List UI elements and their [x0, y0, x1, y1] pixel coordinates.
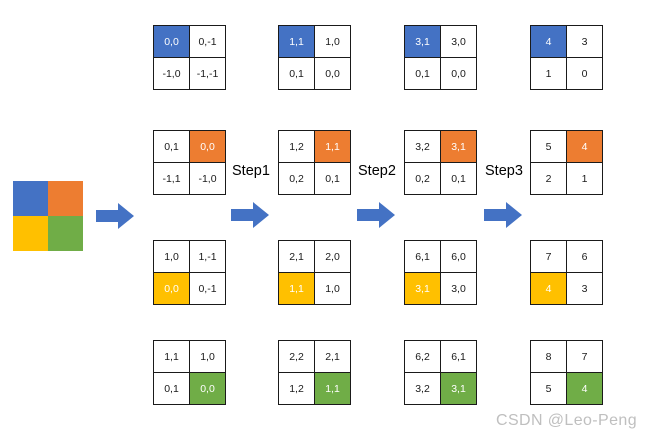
matrix-cell: 4: [567, 131, 603, 163]
matrix-cell: -1,0: [190, 163, 226, 195]
source-cell-orange: [48, 181, 83, 216]
matrix-cell: 0,0: [190, 373, 226, 405]
matrix-cell: 3,0: [441, 273, 477, 305]
matrix-cell: 2,2: [279, 341, 315, 373]
matrix-cell: 3,0: [441, 26, 477, 58]
source-cell-yellow: [13, 216, 48, 251]
matrix-row4-col3: 6,2 6,1 3,2 3,1: [404, 340, 477, 405]
arrow-step2: [357, 202, 395, 228]
matrix-cell: 3,1: [441, 373, 477, 405]
matrix-row2-col3: 3,2 3,1 0,2 0,1: [404, 130, 477, 195]
arrow-source-to-col1: [96, 203, 134, 229]
matrix-cell: 1,2: [279, 373, 315, 405]
matrix-cell: 0,1: [154, 373, 190, 405]
matrix-cell: 0,1: [279, 58, 315, 90]
matrix-cell: 6,1: [405, 241, 441, 273]
matrix-cell: 6: [567, 241, 603, 273]
matrix-cell: 3: [567, 26, 603, 58]
matrix-row2-col1: 0,1 0,0 -1,1 -1,0: [153, 130, 226, 195]
matrix-cell: 0,2: [405, 163, 441, 195]
matrix-cell: 7: [567, 341, 603, 373]
matrix-cell: 0,0: [154, 26, 190, 58]
matrix-cell: 0,0: [154, 273, 190, 305]
matrix-row1-col2: 1,1 1,0 0,1 0,0: [278, 25, 351, 90]
matrix-row1-col3: 3,1 3,0 0,1 0,0: [404, 25, 477, 90]
step1-label: Step1: [232, 163, 270, 179]
matrix-cell: 1,1: [315, 131, 351, 163]
matrix-cell: 1,2: [279, 131, 315, 163]
matrix-row4-col1: 1,1 1,0 0,1 0,0: [153, 340, 226, 405]
source-2x2-block: [12, 180, 84, 252]
matrix-cell: 8: [531, 341, 567, 373]
matrix-row3-col2: 2,1 2,0 1,1 1,0: [278, 240, 351, 305]
matrix-row2-col2: 1,2 1,1 0,2 0,1: [278, 130, 351, 195]
step3-label: Step3: [485, 163, 523, 179]
matrix-cell: 1,0: [190, 341, 226, 373]
matrix-cell: 1,1: [315, 373, 351, 405]
matrix-cell: 1,1: [154, 341, 190, 373]
matrix-cell: 3,1: [405, 273, 441, 305]
matrix-cell: 3,2: [405, 373, 441, 405]
matrix-cell: 2,1: [315, 341, 351, 373]
matrix-cell: 0,1: [441, 163, 477, 195]
matrix-cell: 4: [567, 373, 603, 405]
matrix-row4-col2: 2,2 2,1 1,2 1,1: [278, 340, 351, 405]
matrix-cell: -1,0: [154, 58, 190, 90]
matrix-cell: 1,1: [279, 26, 315, 58]
matrix-cell: 0,0: [190, 131, 226, 163]
step2-label: Step2: [358, 163, 396, 179]
matrix-cell: -1,-1: [190, 58, 226, 90]
matrix-cell: 1,0: [315, 273, 351, 305]
matrix-cell: -1,1: [154, 163, 190, 195]
matrix-cell: 0,1: [154, 131, 190, 163]
matrix-cell: 6,1: [441, 341, 477, 373]
matrix-cell: 3: [567, 273, 603, 305]
matrix-cell: 1,1: [279, 273, 315, 305]
watermark: CSDN @Leo-Peng: [495, 412, 637, 429]
matrix-cell: 3,1: [441, 131, 477, 163]
matrix-cell: 1: [531, 58, 567, 90]
matrix-row3-col4: 7 6 4 3: [530, 240, 603, 305]
matrix-cell: 3,2: [405, 131, 441, 163]
matrix-cell: 0,1: [405, 58, 441, 90]
matrix-row1-col4: 4 3 1 0: [530, 25, 603, 90]
matrix-cell: 4: [531, 273, 567, 305]
matrix-cell: 6,0: [441, 241, 477, 273]
source-cell-green: [48, 216, 83, 251]
matrix-cell: 1,-1: [190, 241, 226, 273]
matrix-row1-col1: 0,0 0,-1 -1,0 -1,-1: [153, 25, 226, 90]
source-cell-blue: [13, 181, 48, 216]
matrix-cell: 1,0: [315, 26, 351, 58]
matrix-cell: 7: [531, 241, 567, 273]
matrix-cell: 0,-1: [190, 26, 226, 58]
matrix-row2-col4: 5 4 2 1: [530, 130, 603, 195]
matrix-cell: 0: [567, 58, 603, 90]
matrix-cell: 4: [531, 26, 567, 58]
matrix-cell: 1,0: [154, 241, 190, 273]
matrix-row3-col3: 6,1 6,0 3,1 3,0: [404, 240, 477, 305]
matrix-cell: 5: [531, 131, 567, 163]
matrix-cell: 0,2: [279, 163, 315, 195]
matrix-cell: 0,-1: [190, 273, 226, 305]
arrow-step1: [231, 202, 269, 228]
matrix-cell: 3,1: [405, 26, 441, 58]
matrix-cell: 0,1: [315, 163, 351, 195]
matrix-cell: 0,0: [441, 58, 477, 90]
arrow-step3: [484, 202, 522, 228]
matrix-cell: 6,2: [405, 341, 441, 373]
matrix-cell: 2,0: [315, 241, 351, 273]
matrix-row4-col4: 8 7 5 4: [530, 340, 603, 405]
matrix-cell: 2,1: [279, 241, 315, 273]
matrix-row3-col1: 1,0 1,-1 0,0 0,-1: [153, 240, 226, 305]
matrix-cell: 1: [567, 163, 603, 195]
matrix-cell: 0,0: [315, 58, 351, 90]
matrix-cell: 5: [531, 373, 567, 405]
matrix-cell: 2: [531, 163, 567, 195]
